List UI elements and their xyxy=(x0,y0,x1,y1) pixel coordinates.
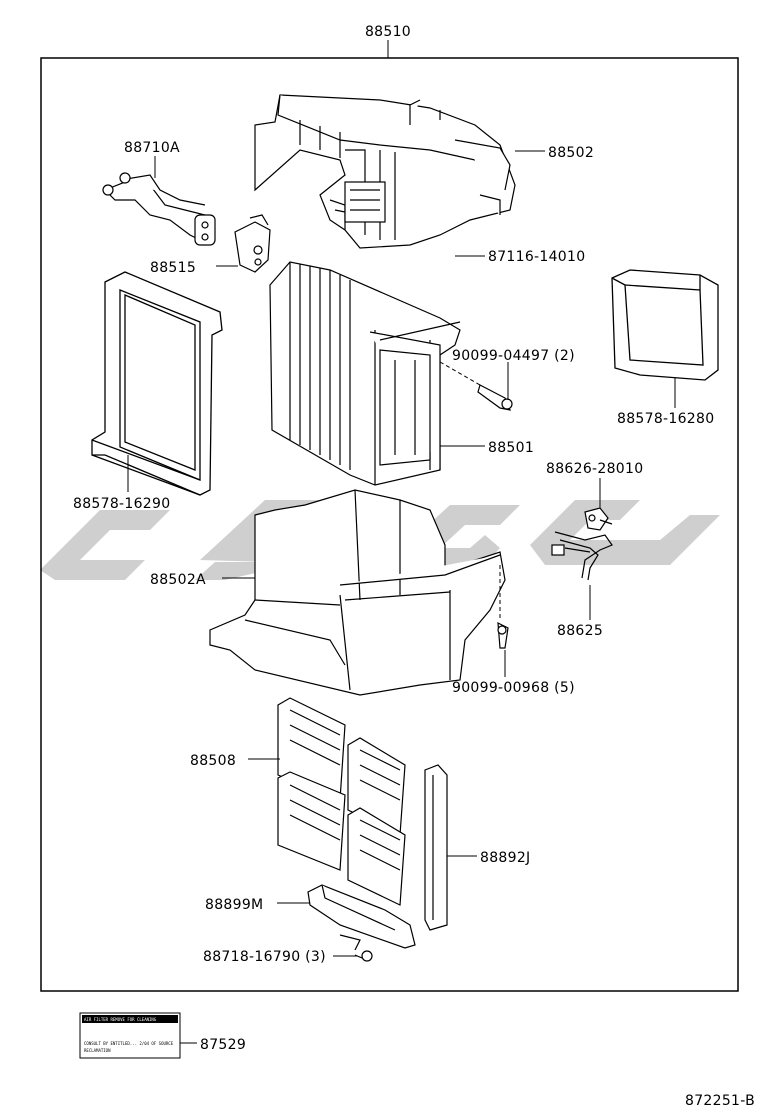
thermistor-88626-28010 xyxy=(584,507,613,531)
harness-88625 xyxy=(551,531,613,581)
figure-code: 872251-B xyxy=(685,1093,755,1109)
screw-88718-16790 xyxy=(354,950,373,962)
label-90099-00968: 90099-00968 (5) xyxy=(452,680,575,696)
label-88578-16280: 88578-16280 xyxy=(617,411,714,427)
label-88502: 88502 xyxy=(548,145,594,161)
sticker-line-1: AIR FILTER REMOVE FOR CLEANING xyxy=(84,1017,157,1022)
sticker-line-2: CONSULT BY ENTITLED... 2/04 OF SOURCE xyxy=(84,1041,174,1046)
label-88625: 88625 xyxy=(557,623,603,639)
label-88502A: 88502A xyxy=(150,572,206,588)
label-88508: 88508 xyxy=(190,753,236,769)
filters-88508 xyxy=(277,697,406,906)
assembly-part-number: 88510 xyxy=(365,24,411,40)
label-88899M: 88899M xyxy=(205,897,263,913)
label-90099-04497: 90099-04497 (2) xyxy=(452,348,575,364)
label-88718-16790: 88718-16790 (3) xyxy=(203,949,326,965)
expansion-valve-88515 xyxy=(234,214,271,273)
strip-88892J xyxy=(424,764,448,931)
seal-88578-16280 xyxy=(611,269,719,381)
sticker-line-3: RECLAMATION xyxy=(84,1048,111,1053)
seal-frame-88578-16290 xyxy=(91,271,223,496)
label-88892J: 88892J xyxy=(480,850,530,866)
bolt-90099-04497 xyxy=(477,384,513,411)
label-87529: 87529 xyxy=(200,1037,246,1053)
evaporator-88501 xyxy=(269,261,461,486)
cover-88899M xyxy=(307,884,416,951)
assembly-frame xyxy=(40,57,739,992)
lower-case-88502A xyxy=(209,489,506,696)
label-sticker-87529: AIR FILTER REMOVE FOR CLEANING CONSULT B… xyxy=(79,1012,181,1059)
label-87116-14010: 87116-14010 xyxy=(488,249,585,265)
label-88710A: 88710A xyxy=(124,140,180,156)
upper-case-88502 xyxy=(254,94,516,249)
label-88515: 88515 xyxy=(150,260,196,276)
label-88626-28010: 88626-28010 xyxy=(546,461,643,477)
screw-90099-00968 xyxy=(497,621,509,649)
label-88501: 88501 xyxy=(488,440,534,456)
label-88578-16290: 88578-16290 xyxy=(73,496,170,512)
leader-lines xyxy=(127,150,676,1044)
bolt-dashline xyxy=(439,361,481,386)
pipe-88710A xyxy=(102,172,216,246)
